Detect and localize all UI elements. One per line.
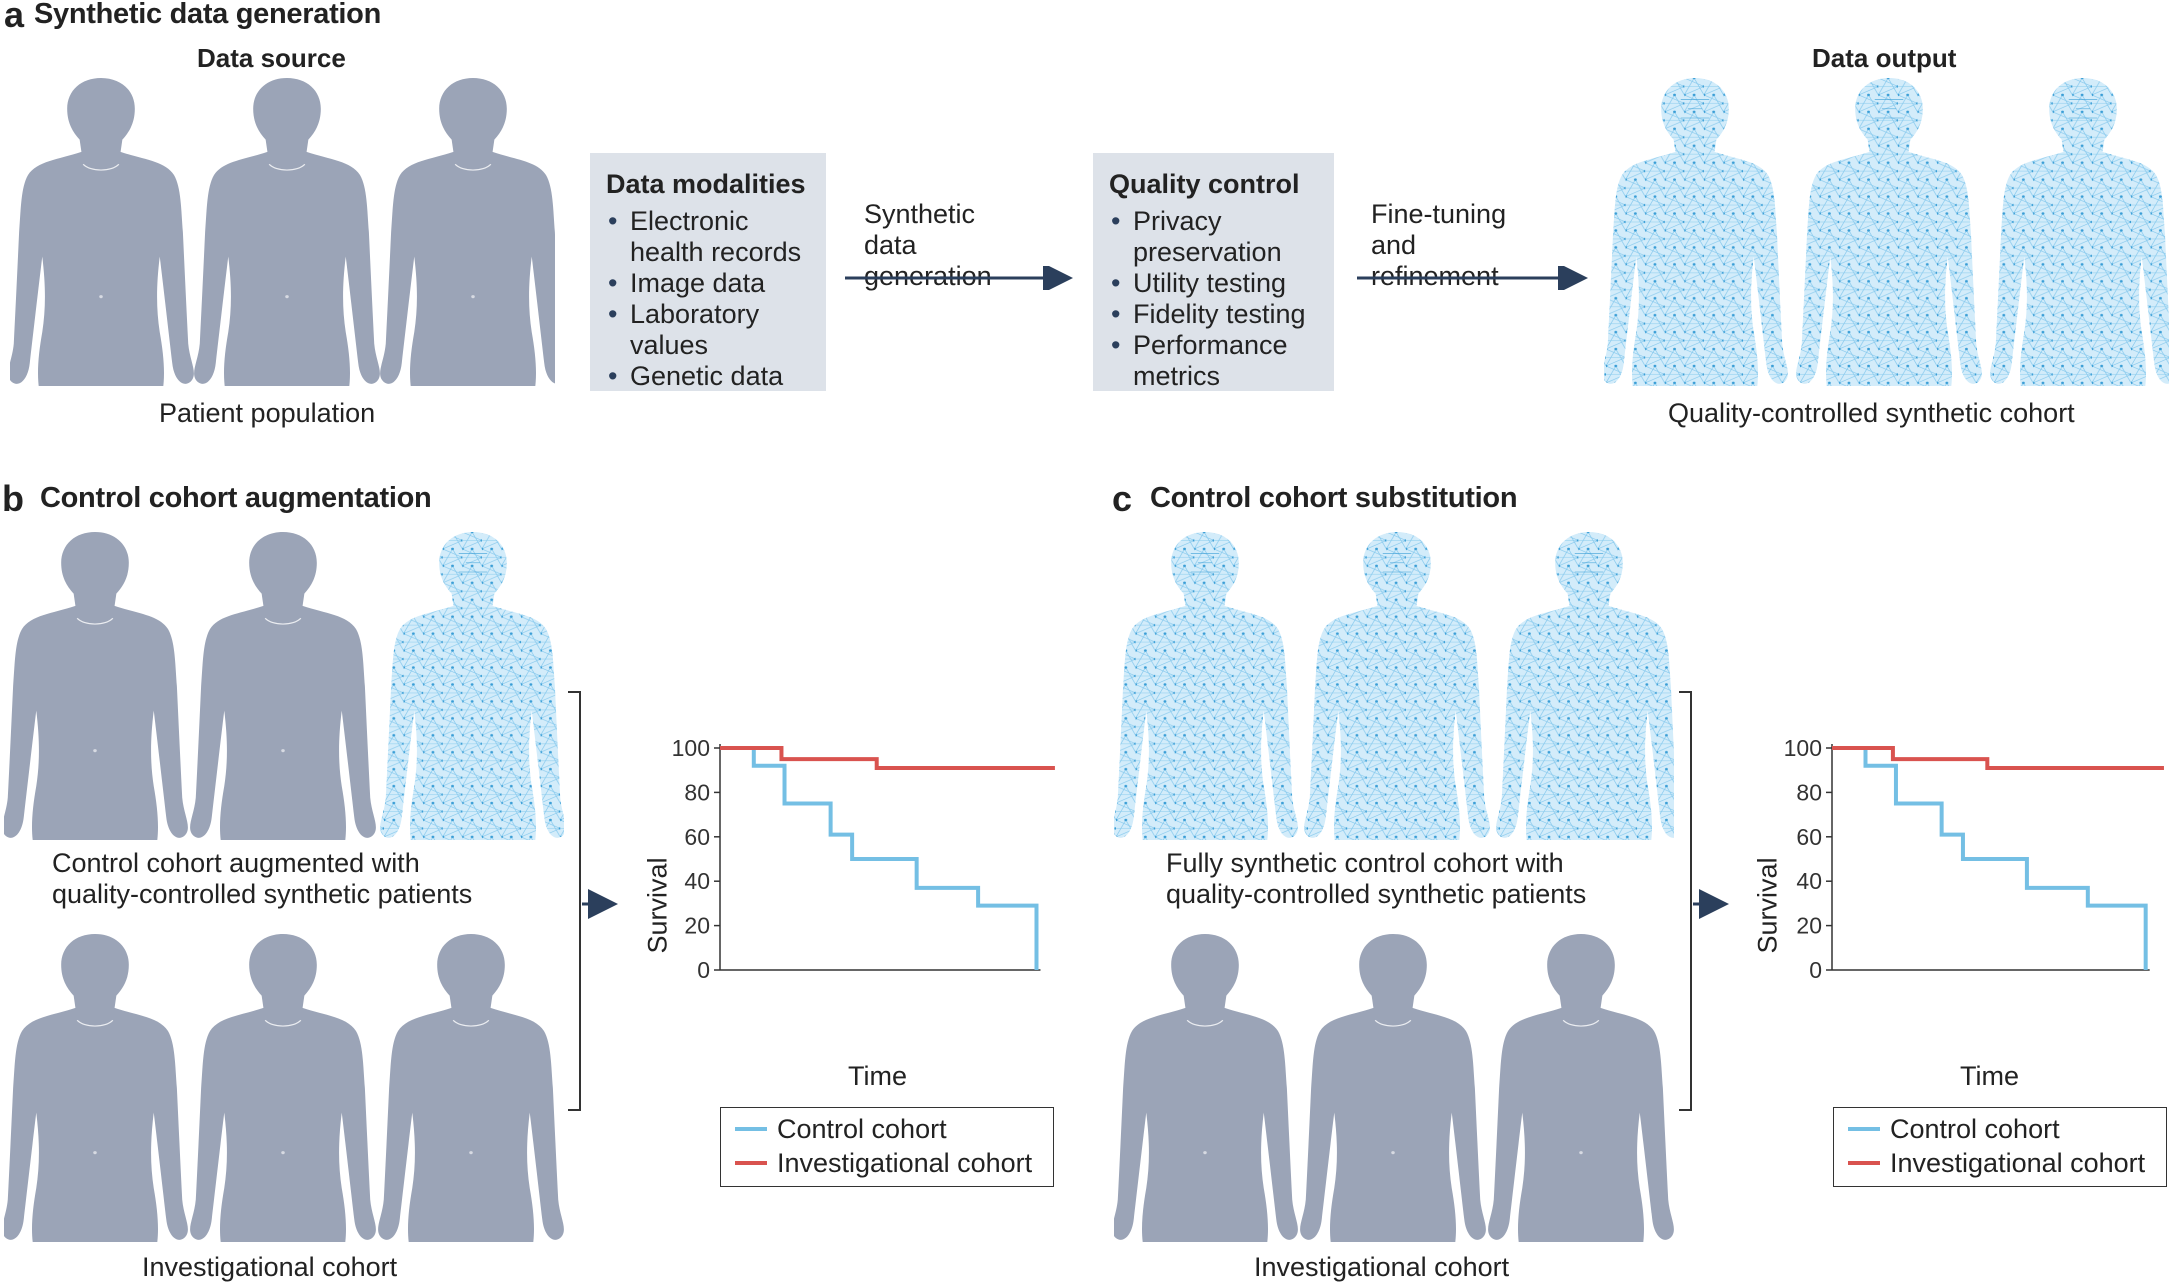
fine-tuning-label: Fine-tuning and refinement [1371,199,1507,291]
right-arrow-icon [1357,266,1588,290]
list-item: Laboratory values [606,299,780,361]
panel-b-investigational-cohort [4,934,564,1244]
human-silhouette-icon [190,532,376,840]
panel-a-letter: a [4,0,25,35]
panel-c-title: Control cohort substitution [1150,482,1518,514]
panel-c-control-caption: Fully synthetic control cohort with qual… [1166,848,1587,909]
panel-b-letter: b [2,478,24,519]
legend-label-control: Control cohort [777,1113,947,1144]
chart-c-ylabel: Survival [1752,857,1783,954]
human-silhouette-icon [1300,934,1486,1242]
legend-item-control: Control cohort [721,1112,1053,1146]
data-modalities-list: Electronic health records Image data Lab… [590,206,826,392]
synthetic-cohort-caption: Quality-controlled synthetic cohort [1668,398,2075,428]
human-silhouette-icon [194,78,380,386]
human-silhouette-icon [190,934,376,1242]
y-tick-label: 60 [684,824,710,850]
synthetic-human-mesh-icon [1114,532,1298,840]
panel-b-control-caption: Control cohort augmented with quality-co… [52,848,473,909]
investigational-cohort-line [720,746,1055,770]
synthetic-human-mesh-icon [1796,78,1982,386]
panel-b-investigational-caption: Investigational cohort [142,1252,398,1282]
legend-item-investigational: Investigational cohort [1834,1146,2166,1180]
bracket-icon [568,691,618,1111]
y-tick-label: 60 [1796,824,1822,850]
data-modalities-title: Data modalities [606,169,806,199]
survival-chart-c: 0 20 40 60 80 100 [1784,735,2164,983]
legend-swatch-control [1848,1127,1880,1131]
list-item: Performance metrics [1109,330,1313,392]
legend-swatch-control [735,1127,767,1131]
chart-c-legend: Control cohort Investigational cohort [1833,1107,2167,1187]
legend-label-investigational: Investigational cohort [1890,1147,2146,1178]
human-silhouette-icon [378,934,564,1242]
synthetic-human-mesh-icon [1604,78,1788,386]
augmented-control-cohort [4,532,564,842]
synthetic-human-mesh-icon [1304,532,1490,840]
fully-synthetic-control-cohort [1114,532,1674,842]
panel-c-investigational-caption: Investigational cohort [1254,1252,1510,1282]
quality-control-box: Quality control Privacy preservation Uti… [1093,153,1334,391]
synthetic-cohort-figures [1604,78,2169,388]
chart-b-legend: Control cohort Investigational cohort [720,1107,1054,1187]
quality-control-title: Quality control [1109,169,1300,199]
chart-b-xlabel: Time [848,1061,907,1091]
synthetic-human-mesh-icon [380,532,564,840]
list-item: Fidelity testing [1109,299,1334,330]
right-arrow-icon [845,266,1073,290]
patient-population-silhouettes [10,78,555,388]
patient-population-caption: Patient population [159,398,376,428]
list-item: Genetic data [606,361,826,392]
synthetic-generation-label: Synthetic data generation [864,199,992,291]
panel-c-letter: c [1112,478,1133,519]
human-silhouette-icon [10,78,194,386]
control-cohort-line [720,746,1039,970]
y-tick-label: 80 [684,779,710,805]
human-silhouette-icon [4,934,188,1242]
y-tick-label: 100 [672,735,710,761]
investigational-cohort-line [1832,746,2164,770]
panel-b-title: Control cohort augmentation [40,482,432,514]
legend-swatch-investigational [735,1161,767,1165]
chart-b-ylabel: Survival [642,857,673,954]
legend-item-investigational: Investigational cohort [721,1146,1053,1180]
data-source-heading: Data source [197,43,346,73]
data-output-heading: Data output [1812,43,1957,73]
synthetic-human-mesh-icon [1990,78,2169,386]
list-item: Image data [606,268,826,299]
list-item: Utility testing [1109,268,1334,299]
chart-c-xlabel: Time [1960,1061,2019,1091]
legend-label-investigational: Investigational cohort [777,1147,1033,1178]
panel-c-investigational-cohort [1114,934,1674,1244]
y-tick-label: 40 [1796,868,1822,894]
human-silhouette-icon [1488,934,1674,1242]
legend-item-control: Control cohort [1834,1112,2166,1146]
list-item: Privacy preservation [1109,206,1303,268]
y-tick-label: 0 [697,957,710,983]
legend-label-control: Control cohort [1890,1113,2060,1144]
list-item: Electronic health records [606,206,820,268]
legend-swatch-investigational [1848,1161,1880,1165]
survival-chart-b: 0 20 40 60 80 100 [672,735,1055,983]
y-tick-label: 20 [1796,913,1822,939]
bracket-icon [1679,691,1729,1111]
data-modalities-box: Data modalities Electronic health record… [590,153,826,392]
panel-a-title: Synthetic data generation [34,0,382,30]
y-tick-label: 80 [1796,779,1822,805]
human-silhouette-icon [4,532,188,840]
human-silhouette-icon [380,78,555,386]
human-silhouette-icon [1114,934,1298,1242]
y-tick-label: 20 [684,913,710,939]
synthetic-human-mesh-icon [1496,532,1674,840]
y-tick-label: 100 [1784,735,1822,761]
y-tick-label: 0 [1809,957,1822,983]
y-tick-label: 40 [684,868,710,894]
quality-control-list: Privacy preservation Utility testing Fid… [1093,206,1334,392]
control-cohort-line [1832,746,2148,970]
